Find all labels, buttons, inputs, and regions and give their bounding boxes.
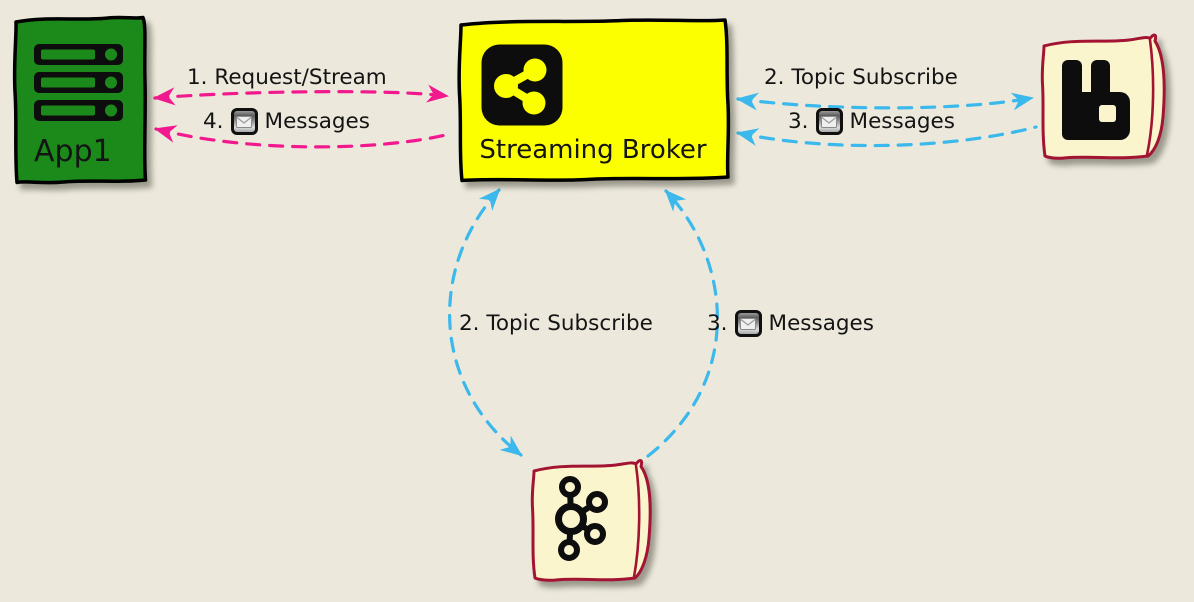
edge-label-rabbitmq-subscribe-text: 2. Topic Subscribe — [764, 65, 958, 90]
envelope-icon — [734, 310, 762, 337]
edge-label-kafka-subscribe-text: 2. Topic Subscribe — [459, 311, 653, 336]
node-streaming-broker-label: Streaming Broker — [479, 135, 707, 165]
edge-label-rabbitmq-messages-text: Messages — [849, 109, 955, 134]
edge-label-kafka-messages-text: Messages — [768, 311, 874, 336]
envelope-icon — [815, 108, 843, 135]
edge-label-kafka-messages: 3. Messages — [707, 310, 874, 337]
kafka-logo-icon — [555, 476, 608, 561]
rabbitmq-logo-icon — [1062, 60, 1130, 140]
node-rabbitmq — [1034, 32, 1180, 166]
edge-request-stream-line — [153, 84, 449, 106]
edge-label-rabbitmq-messages: 3. Messages — [788, 108, 955, 135]
edge-label-rabbitmq-messages-prefix: 3. — [788, 109, 809, 134]
server-rack-icon — [34, 44, 123, 121]
edge-label-rabbitmq-subscribe: 2. Topic Subscribe — [764, 64, 958, 91]
envelope-icon — [230, 108, 258, 135]
edge-label-messages-to-app1: 4. Messages — [203, 108, 370, 135]
share-nodes-icon — [481, 44, 563, 126]
node-streaming-broker: Streaming Broker — [452, 14, 734, 186]
edge-label-kafka-subscribe: 2. Topic Subscribe — [459, 310, 653, 337]
node-kafka — [524, 458, 666, 586]
edge-label-kafka-messages-prefix: 3. — [707, 311, 728, 336]
edge-label-request-stream: 1. Request/Stream — [187, 64, 387, 91]
edge-label-request-stream-text: 1. Request/Stream — [187, 65, 387, 90]
node-app1: App1 — [8, 12, 150, 188]
edge-rabbitmq-subscribe-line — [736, 92, 1034, 111]
node-app1-label: App1 — [34, 134, 112, 169]
edge-label-messages-to-app1-text: Messages — [264, 109, 370, 134]
edge-label-messages-to-app1-prefix: 4. — [203, 109, 224, 134]
